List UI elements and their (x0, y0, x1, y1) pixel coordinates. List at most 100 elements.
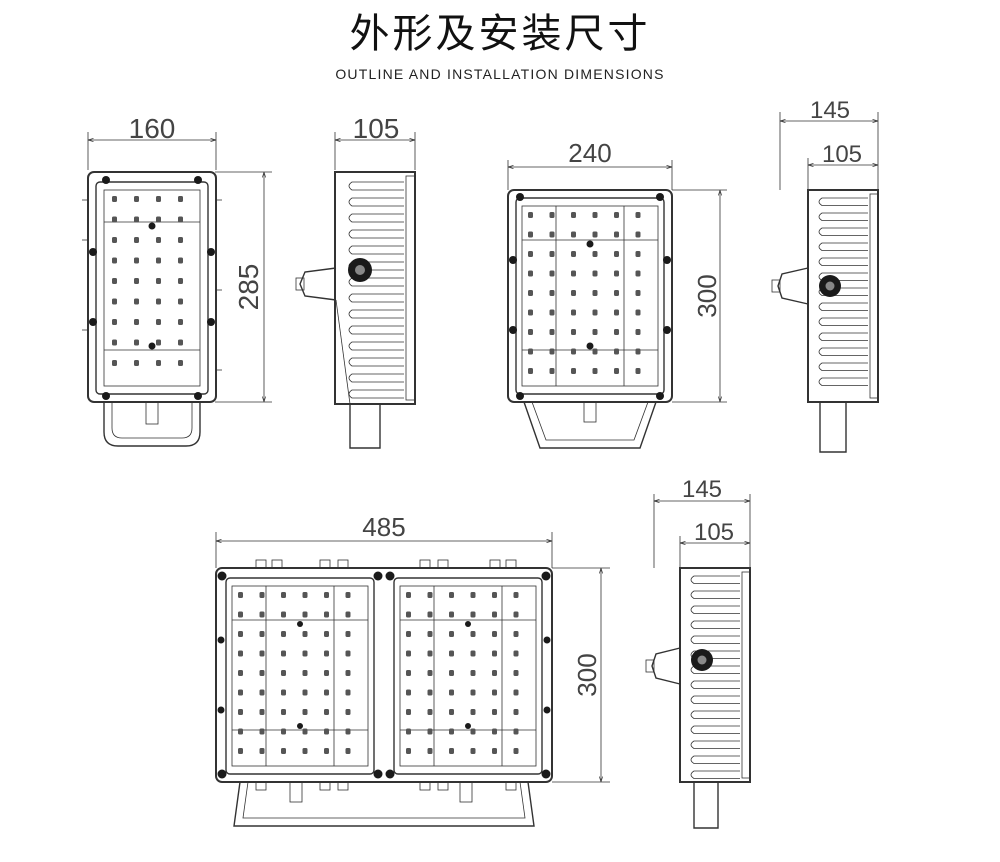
led-chip (156, 339, 161, 346)
led-chip (492, 689, 497, 696)
led-chip (134, 298, 139, 305)
led-chip (470, 709, 476, 715)
led-chip (592, 270, 598, 277)
heat-sink-fin (690, 575, 740, 584)
led-chip (406, 709, 411, 715)
led-chip (513, 670, 519, 676)
led-chip (427, 748, 433, 754)
dim-large-front-width: 485 (362, 512, 405, 542)
led-chip (178, 319, 183, 325)
dim-medium-front-width: 240 (568, 138, 611, 168)
led-chip (492, 650, 497, 657)
led-chip (449, 728, 454, 735)
medium-side-view: 145 105 (771, 97, 879, 453)
led-chip (134, 319, 139, 325)
led-chip (614, 251, 619, 257)
led-chip (635, 270, 641, 277)
led-chip (614, 329, 619, 335)
heat-sink-fin (348, 373, 404, 383)
led-chip (427, 670, 433, 676)
led-chip (635, 348, 641, 355)
led-chip (449, 748, 454, 754)
led-chip (345, 650, 351, 657)
led-chip (549, 251, 555, 257)
led-chip (592, 329, 598, 335)
led-chip (571, 231, 576, 238)
led-chip (112, 360, 117, 366)
led-chip (513, 611, 519, 618)
led-chip (492, 670, 497, 676)
led-chip (345, 728, 351, 735)
dim-small-front-width: 160 (129, 113, 176, 144)
led-chip (427, 611, 433, 618)
led-chip (134, 278, 139, 284)
led-chip (528, 309, 533, 316)
led-chip (492, 748, 497, 754)
heat-sink-fin (348, 389, 404, 399)
heat-sink-fin (818, 257, 868, 266)
led-chip (324, 748, 329, 754)
heat-sink-fin (690, 635, 740, 644)
led-chip (528, 231, 533, 238)
heat-sink-fin (348, 309, 404, 319)
led-chip (635, 251, 641, 257)
led-chip (259, 650, 265, 657)
led-chip (470, 748, 476, 754)
led-chip (449, 709, 454, 715)
led-chip (134, 339, 139, 346)
led-chip (592, 251, 598, 257)
led-chip (528, 212, 533, 218)
led-chip (513, 748, 519, 754)
led-chip (614, 270, 619, 277)
led-chip (238, 748, 243, 754)
led-chip (259, 728, 265, 735)
led-chip (324, 709, 329, 715)
led-chip (427, 728, 433, 735)
heat-sink-fin (348, 293, 404, 303)
led-chip (492, 631, 497, 637)
heat-sink-fin (818, 227, 868, 236)
heat-sink-fin (818, 332, 868, 341)
heat-sink-fin (348, 245, 404, 255)
small-front-view: 160 285 (82, 113, 272, 447)
heat-sink-fin (818, 197, 868, 206)
page-title: 外形及安装尺寸 (349, 11, 651, 57)
led-chip (178, 360, 183, 366)
led-chip (592, 231, 598, 238)
led-chip (614, 290, 619, 296)
led-chip (238, 611, 243, 618)
led-chip (156, 278, 161, 284)
led-chip (635, 212, 641, 218)
heat-sink-fin (818, 377, 868, 386)
led-chip (614, 368, 619, 374)
dim-large-side-body: 105 (694, 519, 734, 546)
led-chip (635, 309, 641, 316)
led-chip (470, 650, 476, 657)
medium-front-view: 240 300 (507, 138, 727, 449)
led-chip (324, 670, 329, 676)
led-chip (156, 237, 161, 243)
dim-large-front-height: 300 (572, 653, 602, 696)
led-chip (302, 670, 308, 676)
led-chip (571, 270, 576, 277)
small-side-view: 105 (295, 113, 416, 449)
led-chip (427, 592, 433, 598)
led-chip (178, 196, 183, 202)
led-chip (178, 216, 183, 223)
led-chip (324, 689, 329, 696)
led-chip (156, 216, 161, 223)
led-chip (345, 748, 351, 754)
led-chip (302, 709, 308, 715)
led-chip (238, 670, 243, 676)
heat-sink-fin (348, 325, 404, 335)
led-chip (571, 329, 576, 335)
led-chip (528, 348, 533, 355)
led-chip (238, 689, 243, 696)
led-chip (614, 212, 619, 218)
led-chip (302, 611, 308, 618)
heat-sink-fin (690, 590, 740, 599)
led-chip (427, 709, 433, 715)
heat-sink-fin (348, 357, 404, 367)
led-chip (470, 670, 476, 676)
